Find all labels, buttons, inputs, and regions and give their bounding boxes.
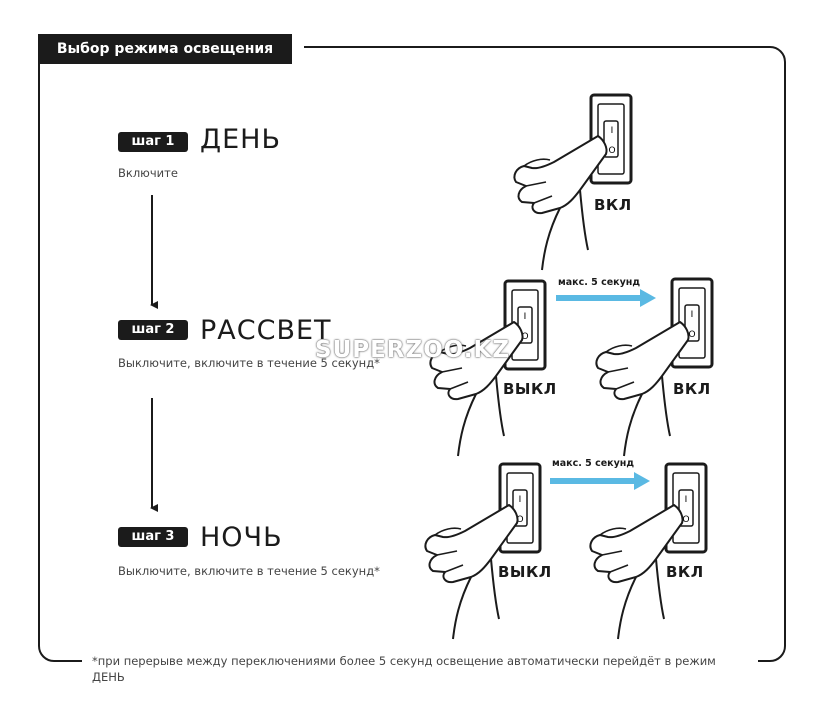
watermark: SUPERZOO.KZ bbox=[315, 337, 511, 363]
footnote: *при перерыве между переключениями более… bbox=[92, 654, 716, 684]
svg-text:I: I bbox=[611, 126, 614, 136]
svg-text:I: I bbox=[685, 495, 688, 505]
wall-switch-icon: I O bbox=[670, 277, 714, 369]
on-label: ВКЛ bbox=[666, 563, 704, 581]
svg-text:I: I bbox=[691, 310, 694, 320]
wall-switch-icon: I O bbox=[503, 279, 547, 371]
svg-text:I: I bbox=[524, 312, 527, 322]
section-title: Выбор режима освещения bbox=[38, 34, 292, 64]
wall-switch-icon: I O bbox=[664, 462, 708, 554]
svg-text:O: O bbox=[688, 330, 695, 340]
step-3-description: Выключите, включите в течение 5 секунд* bbox=[118, 564, 380, 578]
frame-gap bbox=[82, 654, 758, 668]
svg-text:O: O bbox=[682, 515, 689, 525]
svg-text:O: O bbox=[521, 332, 528, 342]
wall-switch-icon: I O bbox=[589, 93, 633, 185]
max-time-label: макс. 5 секунд bbox=[552, 458, 635, 469]
svg-text:O: O bbox=[516, 515, 523, 525]
timing-arrow-icon bbox=[556, 289, 656, 307]
step-1-title: ДЕНЬ bbox=[200, 124, 281, 155]
svg-text:I: I bbox=[519, 495, 522, 505]
step-2-title: РАССВЕТ bbox=[200, 315, 332, 346]
svg-text:O: O bbox=[608, 146, 615, 156]
on-label: ВКЛ bbox=[594, 196, 632, 214]
off-label: ВЫКЛ bbox=[498, 563, 552, 581]
step-1-badge: шаг 1 bbox=[118, 132, 188, 152]
timing-arrow-icon bbox=[550, 472, 650, 490]
on-label: ВКЛ bbox=[673, 380, 711, 398]
off-label: ВЫКЛ bbox=[503, 380, 557, 398]
step-3-badge: шаг 3 bbox=[118, 527, 188, 547]
max-time-label: макс. 5 секунд bbox=[558, 277, 641, 288]
wall-switch-icon: I O bbox=[498, 462, 542, 554]
step-2-badge: шаг 2 bbox=[118, 320, 188, 340]
step-1-description: Включите bbox=[118, 166, 178, 180]
step-3-title: НОЧЬ bbox=[200, 522, 283, 553]
step-2-description: Выключите, включите в течение 5 секунд* bbox=[118, 356, 380, 370]
hand-icon bbox=[513, 135, 608, 271]
